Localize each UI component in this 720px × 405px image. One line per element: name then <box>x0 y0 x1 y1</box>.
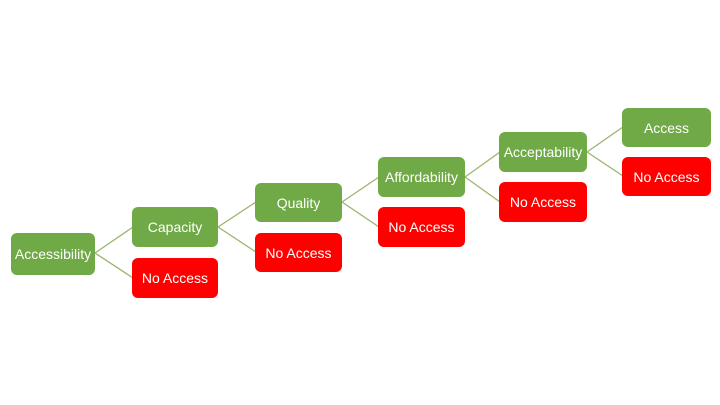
connector-quality-no-access <box>341 201 380 228</box>
node-quality: Quality <box>255 183 342 222</box>
connector-quality-affordability <box>341 176 380 203</box>
node-capacity: Capacity <box>132 207 218 247</box>
node-acceptability: Acceptability <box>499 132 587 172</box>
node-no-access-after-acceptability: No Access <box>622 157 711 196</box>
connector-acceptability-no-access <box>586 151 624 177</box>
connector-capacity-no-access <box>217 226 257 253</box>
node-accessibility: Accessibility <box>11 233 95 275</box>
connector-affordability-acceptability <box>464 151 501 178</box>
connector-accessibility-capacity <box>94 226 134 254</box>
connector-affordability-no-access <box>464 176 501 203</box>
connector-accessibility-no-access <box>94 252 134 279</box>
node-no-access-after-quality: No Access <box>378 207 465 247</box>
connector-acceptability-access <box>586 126 624 153</box>
connector-capacity-quality <box>217 201 257 228</box>
node-affordability: Affordability <box>378 157 465 197</box>
node-no-access-after-affordability: No Access <box>499 182 587 222</box>
node-no-access-after-capacity: No Access <box>255 233 342 272</box>
node-no-access-after-accessibility: No Access <box>132 258 218 298</box>
node-access: Access <box>622 108 711 147</box>
